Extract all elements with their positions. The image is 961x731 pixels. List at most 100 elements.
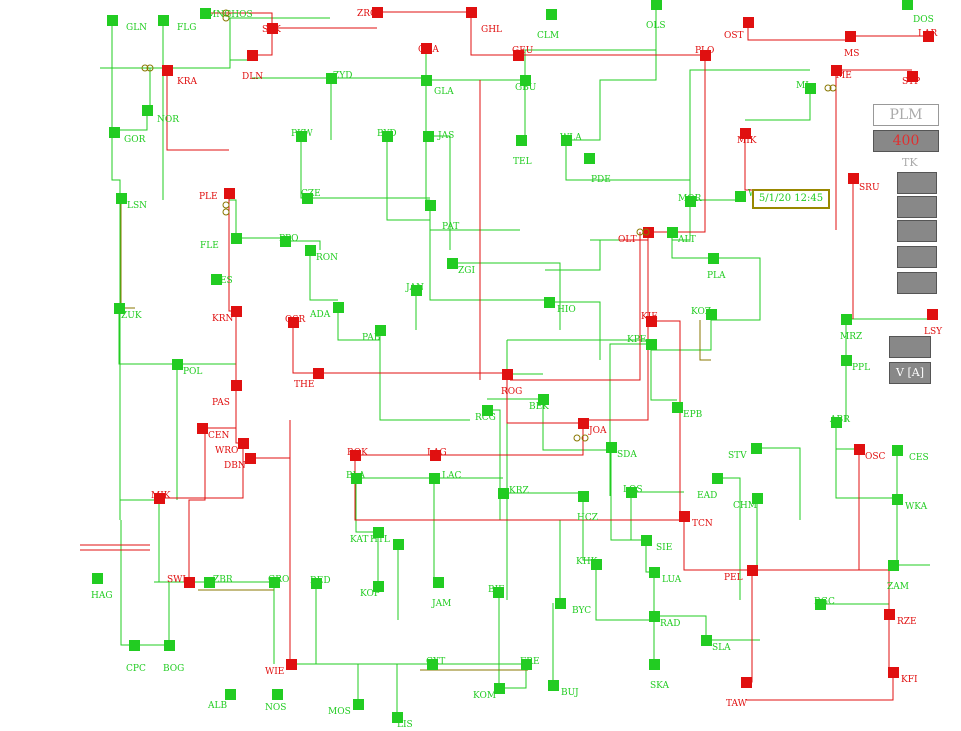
station-node-lsy[interactable] — [927, 309, 938, 320]
station-node-jas[interactable] — [423, 131, 434, 142]
station-label-pol: POL — [183, 368, 202, 377]
station-node-zgi[interactable] — [447, 258, 458, 269]
station-node-dln[interactable] — [247, 50, 258, 61]
station-node-ada[interactable] — [333, 302, 344, 313]
station-node-pel[interactable] — [747, 565, 758, 576]
station-node-pas[interactable] — [231, 380, 242, 391]
station-node-stv[interactable] — [751, 443, 762, 454]
station-node-cpc[interactable] — [129, 640, 140, 651]
station-node-hio[interactable] — [544, 297, 555, 308]
station-node-ska[interactable] — [649, 659, 660, 670]
panel-button-6[interactable] — [889, 336, 931, 358]
station-node-ghl[interactable] — [466, 7, 477, 18]
station-node-byc[interactable] — [555, 598, 566, 609]
station-node-alt[interactable] — [667, 227, 678, 238]
red-line-26 — [746, 570, 752, 682]
station-label-krn: KRN — [212, 315, 233, 324]
station-node-pol[interactable] — [172, 359, 183, 370]
station-node-fle[interactable] — [231, 233, 242, 244]
station-node-jam[interactable] — [433, 577, 444, 588]
station-node-buj[interactable] — [548, 680, 559, 691]
station-node-ple[interactable] — [224, 188, 235, 199]
station-node-hag[interactable] — [92, 573, 103, 584]
station-node-pla[interactable] — [708, 253, 719, 264]
station-node-gln[interactable] — [107, 15, 118, 26]
station-node-lac[interactable] — [429, 473, 440, 484]
station-label-hag: HAG — [91, 592, 113, 601]
station-label-ces: CES — [909, 454, 929, 463]
station-node-taw[interactable] — [741, 677, 752, 688]
olive-line-3 — [700, 320, 711, 360]
mode-display[interactable]: PLM — [873, 104, 939, 126]
station-node-ms[interactable] — [845, 31, 856, 42]
station-label-slk: SLK — [262, 26, 281, 35]
station-node-mrz[interactable] — [841, 314, 852, 325]
station-node-cen[interactable] — [197, 423, 208, 434]
station-node-sru[interactable] — [848, 173, 859, 184]
station-node-wro[interactable] — [238, 438, 249, 449]
station-node-rze[interactable] — [884, 609, 895, 620]
value-display[interactable]: 400 — [873, 130, 939, 152]
station-node-the[interactable] — [313, 368, 324, 379]
station-node-gla[interactable] — [421, 75, 432, 86]
station-node-zam[interactable] — [888, 560, 899, 571]
station-node-ces[interactable] — [892, 445, 903, 456]
station-node-alb[interactable] — [225, 689, 236, 700]
station-node-sla[interactable] — [701, 635, 712, 646]
station-label-gla: GLA — [434, 88, 454, 97]
station-node-pat[interactable] — [425, 200, 436, 211]
station-node-htl[interactable] — [393, 539, 404, 550]
station-node-nor[interactable] — [142, 105, 153, 116]
station-node-joa[interactable] — [578, 418, 589, 429]
station-node-ron[interactable] — [305, 245, 316, 256]
station-label-ada: ADA — [310, 311, 330, 320]
station-node-wka[interactable] — [892, 494, 903, 505]
station-node-ols[interactable] — [651, 0, 662, 10]
station-label-kat: KAT — [350, 536, 368, 545]
station-node-gor[interactable] — [109, 127, 120, 138]
station-node-dos[interactable] — [902, 0, 913, 10]
station-node-lsn[interactable] — [116, 193, 127, 204]
station-node-ead[interactable] — [712, 473, 723, 484]
station-node-sie[interactable] — [641, 535, 652, 546]
station-node-ost[interactable] — [743, 17, 754, 28]
station-node-mos[interactable] — [353, 699, 364, 710]
red-line-29 — [746, 672, 893, 700]
station-node-hcz[interactable] — [578, 491, 589, 502]
station-node-kra[interactable] — [162, 65, 173, 76]
station-node-pde[interactable] — [584, 153, 595, 164]
panel-button-1[interactable] — [897, 172, 937, 194]
station-label-gro: GRO — [268, 576, 289, 585]
station-node-osc[interactable] — [854, 444, 865, 455]
panel-button-3[interactable] — [897, 220, 937, 242]
station-label-mos: MOS — [328, 708, 351, 717]
station-label-byd: BYD — [377, 130, 397, 139]
panel-button-2[interactable] — [897, 196, 937, 218]
station-node-wto[interactable] — [735, 191, 746, 202]
station-node-rad[interactable] — [649, 611, 660, 622]
station-node-tel[interactable] — [516, 135, 527, 146]
station-node-krz[interactable] — [498, 488, 509, 499]
station-node-nos[interactable] — [272, 689, 283, 700]
station-label-mik: MIK — [737, 137, 757, 146]
green-line-19 — [387, 136, 430, 220]
station-node-flg[interactable] — [158, 15, 169, 26]
station-node-tcn[interactable] — [679, 511, 690, 522]
station-label-pla: PLA — [707, 272, 726, 281]
station-node-dbn[interactable] — [245, 453, 256, 464]
station-node-kfi[interactable] — [888, 667, 899, 678]
station-node-clm[interactable] — [546, 9, 557, 20]
station-node-sda[interactable] — [606, 442, 617, 453]
panel-button-4[interactable] — [897, 246, 937, 268]
panel-button-5[interactable] — [897, 272, 937, 294]
station-node-lua[interactable] — [649, 567, 660, 578]
station-node-kpe[interactable] — [646, 339, 657, 350]
station-node-rog[interactable] — [502, 369, 513, 380]
station-label-nor: NOR — [157, 116, 179, 125]
station-node-ppl[interactable] — [841, 355, 852, 366]
station-node-wie[interactable] — [286, 659, 297, 670]
station-node-epb[interactable] — [672, 402, 683, 413]
units-toggle-button[interactable]: V [A] — [889, 362, 931, 384]
station-label-gor: GOR — [124, 136, 145, 145]
station-node-bog[interactable] — [164, 640, 175, 651]
